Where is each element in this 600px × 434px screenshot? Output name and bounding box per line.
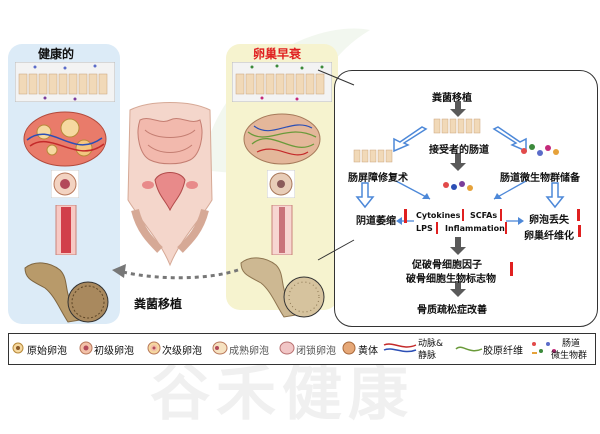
flow-box [334, 70, 598, 327]
legend-artery: 动脉& [418, 339, 444, 349]
osteoporosis-improve-label: 骨质疏松症改善 [417, 305, 487, 316]
barrier-repair-label: 肠屏障修复术 [348, 173, 408, 184]
microbiota-reserve-label: 肠道微生物群储备 [500, 173, 580, 184]
legend-primordial: 原始卵泡 [27, 346, 67, 357]
cytokines-mark [462, 209, 464, 221]
follicle-loss-label: 卵泡丢失 [529, 215, 569, 226]
healthy-gut-villi [15, 62, 115, 102]
legend-gut-microbiota-2: 微生物群 [551, 351, 588, 361]
primordial-follicle-icon [12, 342, 24, 354]
transplant-arrow [112, 264, 239, 280]
atretic-follicle-icon [279, 341, 295, 355]
vaginal-atrophy-label: 阴道萎缩 [356, 216, 396, 227]
ovarian-fibrosis-mark [578, 225, 581, 237]
healthy-follicle [51, 170, 79, 198]
healthy-vagina [55, 205, 77, 255]
cytokines-label: Cytokines [416, 211, 461, 220]
osteoclast-marker-label: 破骨细胞生物标志物 [406, 274, 496, 285]
healthy-ovary [23, 111, 107, 167]
ovarian-fibrosis-label: 卵巢纤维化 [524, 231, 574, 242]
legend-gut-microbiota-1: 肠道 [562, 339, 581, 349]
artery-vein-icon [383, 343, 417, 353]
scfas-mark [500, 209, 502, 221]
corpus-luteum-icon [342, 341, 356, 355]
legend-atretic: 闭锁卵泡 [296, 346, 336, 357]
gut-microbiota-icon [532, 342, 556, 354]
lps-label: LPS [416, 224, 433, 233]
lps-mark [436, 222, 438, 234]
mature-follicle-icon [212, 341, 228, 355]
secondary-follicle-icon [147, 341, 161, 355]
poi-vagina [271, 205, 293, 255]
inflammation-label: Inflammation [445, 224, 505, 233]
legend-primary: 初级卵泡 [94, 346, 134, 357]
recipient-gut-label: 接受者的肠道 [429, 145, 489, 156]
watermark-text: 谷禾健康 [150, 359, 414, 429]
poi-title: 卵巢早衰 [253, 47, 302, 61]
zoom-connector [317, 69, 355, 261]
legend-corpus-luteum: 黄体 [358, 346, 378, 357]
transplant-label: 粪菌移植 [134, 297, 183, 311]
osteoclast-decrease-mark [510, 262, 513, 276]
poi-ovary [243, 113, 321, 165]
poi-follicle [267, 170, 295, 198]
poi-gut-villi [232, 62, 332, 102]
legend-vein: 静脉 [418, 351, 437, 361]
osteoclast-factor-label: 促破骨细胞因子 [412, 260, 482, 271]
vaginal-atrophy-decrease-mark [404, 209, 407, 223]
healthy-bone [24, 262, 109, 323]
flow-arrows [353, 101, 565, 297]
scfas-label: SCFAs [470, 211, 498, 220]
legend-bar [8, 333, 596, 365]
primary-follicle-icon [79, 341, 93, 355]
healthy-title: 健康的 [38, 47, 75, 61]
legend-mature: 成熟卵泡 [229, 346, 269, 357]
female-anatomy-figure [127, 102, 213, 267]
collagen-fiber-icon [455, 346, 483, 352]
follicle-loss-mark [577, 209, 580, 221]
legend-collagen: 胶原纤维 [483, 346, 523, 357]
inflammation-mark [505, 222, 507, 234]
poi-bone [240, 257, 325, 318]
fmt-label: 粪菌移植 [432, 93, 472, 104]
legend-secondary: 次级卵泡 [162, 346, 202, 357]
